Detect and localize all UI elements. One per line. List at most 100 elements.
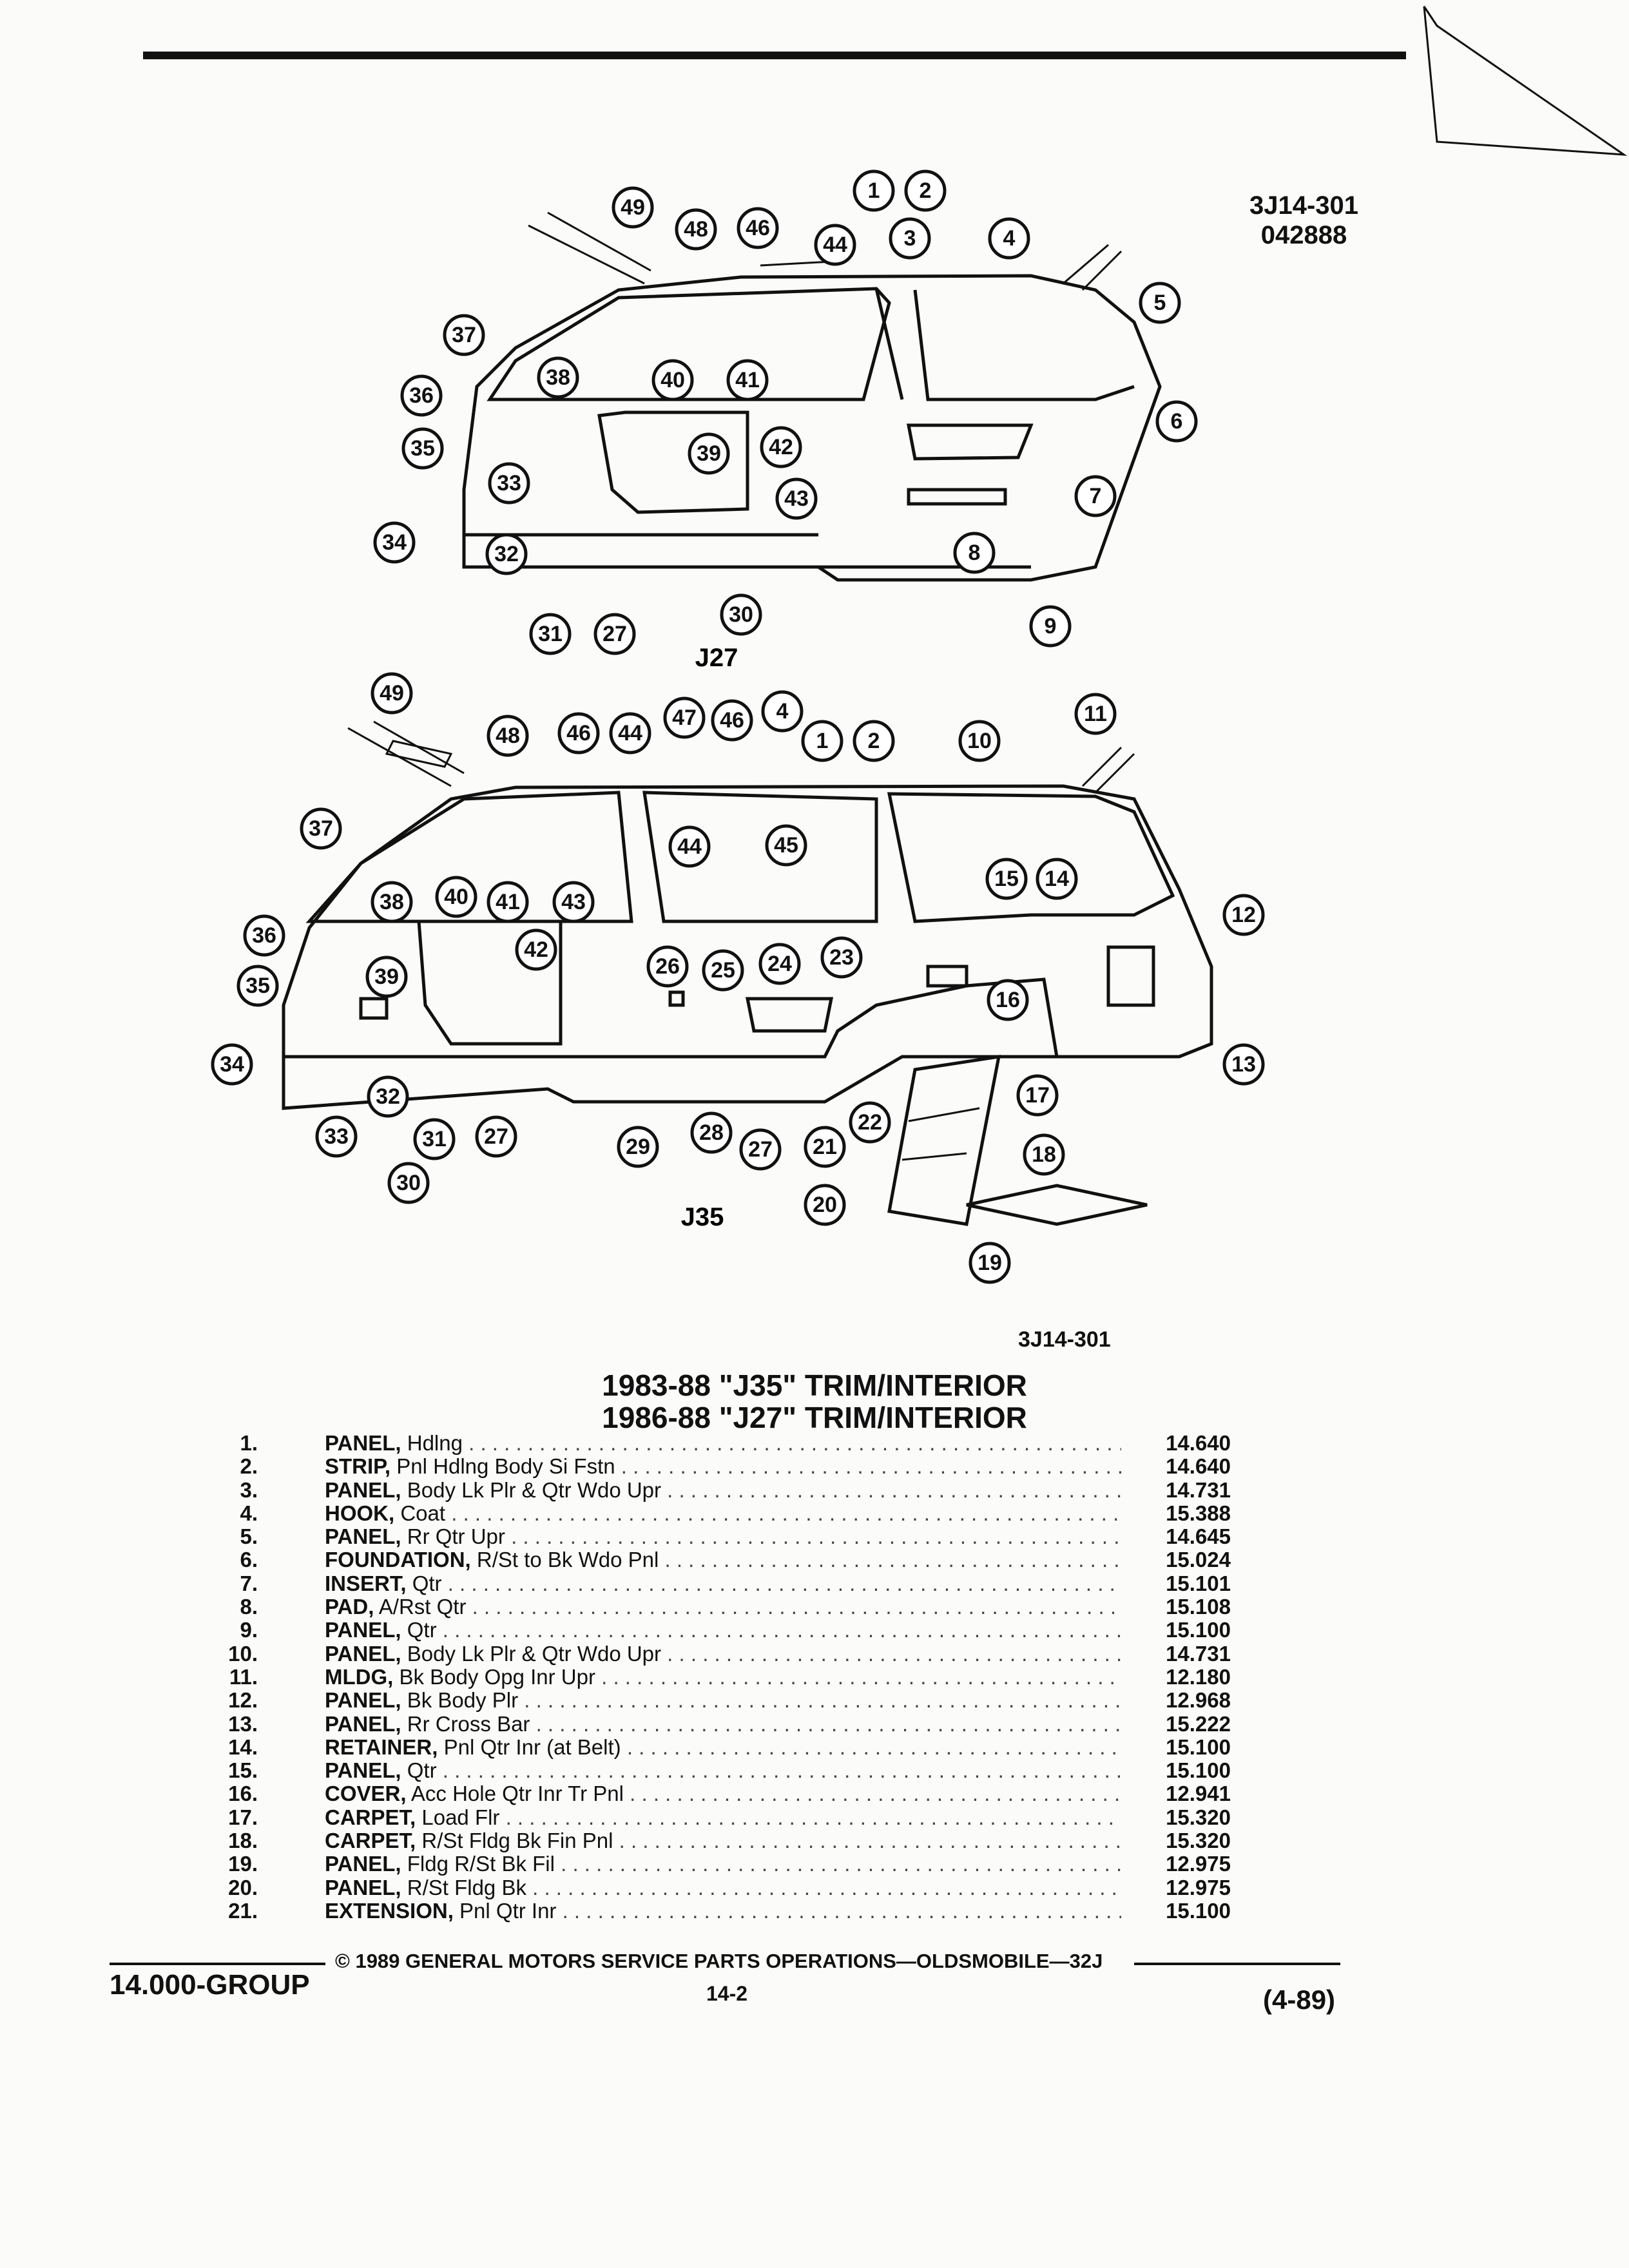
svg-text:5: 5 xyxy=(1154,291,1166,315)
table-row: 9.PANEL, Qtr15.100 xyxy=(174,1619,1231,1642)
part-description: FOUNDATION, R/St to Bk Wdo Pnl xyxy=(325,1548,1121,1571)
callout: 10 xyxy=(958,720,1001,762)
svg-text:36: 36 xyxy=(409,383,434,408)
part-name: PANEL, xyxy=(325,1619,401,1642)
part-name: PANEL, xyxy=(325,1432,401,1455)
part-description: PANEL, Rr Qtr Upr xyxy=(325,1525,1121,1548)
svg-text:48: 48 xyxy=(684,217,708,242)
figure-label-j27: J27 xyxy=(695,644,738,672)
callout: 22 xyxy=(849,1101,891,1144)
callout: 27 xyxy=(739,1128,782,1171)
part-number: 7. xyxy=(240,1571,258,1595)
callout: 41 xyxy=(726,359,769,401)
table-row: 5.PANEL, Rr Qtr Upr14.645 xyxy=(174,1525,1231,1548)
svg-text:11: 11 xyxy=(1084,702,1107,726)
table-row: 13.PANEL, Rr Cross Bar15.222 xyxy=(174,1712,1231,1736)
callout: 2 xyxy=(904,169,947,212)
svg-text:2: 2 xyxy=(868,729,880,753)
part-description: HOOK, Coat xyxy=(325,1502,1121,1525)
callout: 41 xyxy=(487,881,529,923)
callout: 24 xyxy=(758,943,801,985)
part-reference: 15.100 xyxy=(1166,1735,1231,1759)
svg-text:8: 8 xyxy=(969,541,981,565)
part-detail: Fldg R/St Bk Fil xyxy=(407,1852,555,1876)
callout: 4 xyxy=(988,217,1030,260)
callout: 18 xyxy=(1023,1133,1065,1176)
figure-ref: 3J14-301 xyxy=(1018,1327,1111,1352)
svg-text:44: 44 xyxy=(677,834,702,859)
part-description: CARPET, R/St Fldg Bk Fin Pnl xyxy=(325,1829,1121,1852)
callout: 25 xyxy=(702,949,744,992)
footer-rule-right xyxy=(1134,1963,1340,1965)
revision-date: (4-89) xyxy=(1263,1984,1336,2015)
part-detail: Qtr xyxy=(407,1619,437,1642)
table-row: 14. RETAINER, Pnl Qtr Inr (at Belt) 15.100 xyxy=(174,1735,1231,1759)
table-row: 15.PANEL, Qtr15.100 xyxy=(174,1759,1231,1782)
svg-text:45: 45 xyxy=(774,833,798,858)
table-row: 6.FOUNDATION, R/St to Bk Wdo Pnl15.024 xyxy=(174,1548,1231,1571)
table-row: 21.EXTENSION, Pnl Qtr Inr15.100 xyxy=(174,1899,1231,1923)
part-description: STRIP, Pnl Hdlng Body Si Fstn xyxy=(325,1455,1121,1478)
table-row: 10.PANEL, Body Lk Plr & Qtr Wdo Upr14.73… xyxy=(174,1642,1231,1666)
part-detail: Bk Body Opg Inr Upr xyxy=(399,1665,595,1689)
part-description: PANEL, Hdlng xyxy=(325,1432,1121,1455)
part-description: PANEL, R/St Fldg Bk xyxy=(325,1876,1121,1899)
part-name: EXTENSION, xyxy=(325,1899,454,1923)
svg-text:3: 3 xyxy=(904,226,916,251)
part-detail: Coat xyxy=(400,1501,446,1525)
part-detail: Qtr xyxy=(407,1759,437,1783)
part-name: INSERT, xyxy=(325,1571,407,1595)
part-detail: Rr Qtr Upr xyxy=(407,1525,505,1549)
svg-text:22: 22 xyxy=(858,1110,882,1135)
svg-text:33: 33 xyxy=(497,471,521,495)
part-number: 6. xyxy=(240,1548,258,1572)
svg-text:46: 46 xyxy=(566,721,591,745)
callout: 46 xyxy=(737,207,779,249)
svg-text:27: 27 xyxy=(748,1137,773,1162)
part-number: 8. xyxy=(240,1595,258,1619)
table-row: 8.PAD, A/Rst Qtr15.108 xyxy=(174,1595,1231,1619)
callout: 2 xyxy=(853,720,895,762)
callout: 36 xyxy=(400,374,443,417)
callout: 36 xyxy=(243,914,285,957)
part-name: FOUNDATION, xyxy=(325,1548,471,1572)
svg-text:30: 30 xyxy=(729,602,753,627)
callout: 40 xyxy=(435,876,477,918)
svg-text:27: 27 xyxy=(484,1124,508,1149)
callout: 1 xyxy=(853,169,895,212)
part-detail: Rr Cross Bar xyxy=(407,1712,530,1736)
part-number: 14. xyxy=(228,1735,258,1759)
svg-text:30: 30 xyxy=(396,1171,421,1195)
callout: 49 xyxy=(371,672,413,715)
callout: 48 xyxy=(675,208,717,251)
part-detail: Body Lk Plr & Qtr Wdo Upr xyxy=(407,1642,662,1666)
svg-text:9: 9 xyxy=(1045,614,1057,639)
svg-text:32: 32 xyxy=(494,542,519,566)
svg-text:17: 17 xyxy=(1025,1083,1050,1108)
svg-text:12: 12 xyxy=(1231,903,1256,927)
callout: 19 xyxy=(969,1242,1011,1284)
table-row: 4.HOOK, Coat15.388 xyxy=(174,1501,1231,1525)
svg-text:44: 44 xyxy=(823,233,847,257)
svg-text:13: 13 xyxy=(1231,1052,1256,1077)
part-number: 17. xyxy=(228,1805,258,1829)
callout: 27 xyxy=(593,613,636,655)
header-rule xyxy=(143,52,1406,59)
part-number: 1. xyxy=(240,1431,258,1455)
part-detail: Body Lk Plr & Qtr Wdo Upr xyxy=(407,1478,662,1502)
table-row: 19.PANEL, Fldg R/St Bk Fil12.975 xyxy=(174,1852,1231,1876)
part-description: RETAINER, Pnl Qtr Inr (at Belt) xyxy=(325,1736,1121,1759)
callout: 43 xyxy=(775,477,818,520)
table-row: 18.CARPET, R/St Fldg Bk Fin Pnl15.320 xyxy=(174,1829,1231,1852)
callout: 14 xyxy=(1036,858,1078,900)
svg-text:41: 41 xyxy=(496,890,520,914)
callout: 31 xyxy=(413,1118,456,1160)
table-row: 1.PANEL, Hdlng14.640 xyxy=(174,1432,1231,1455)
part-name: COVER, xyxy=(325,1782,407,1806)
footer-rule-left xyxy=(110,1963,325,1965)
part-name: CARPET, xyxy=(325,1805,416,1829)
part-reference: 14.640 xyxy=(1166,1454,1231,1479)
svg-text:44: 44 xyxy=(618,721,642,745)
svg-text:49: 49 xyxy=(380,681,404,706)
